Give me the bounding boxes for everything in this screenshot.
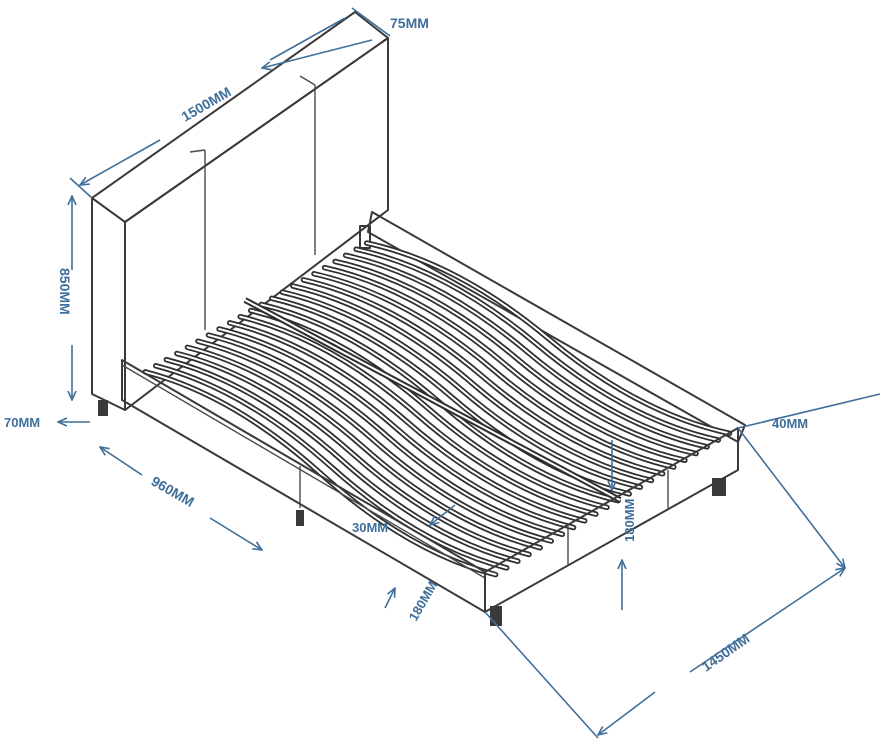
slat-highlight [154,364,508,569]
slat-highlight [355,248,720,442]
slat-highlight [323,266,686,462]
slat-highlight [144,370,497,576]
label-rail-width: 40MM [772,416,808,431]
label-rail-height-front: 180MM [406,578,441,623]
slat-highlight [186,346,542,549]
slat-highlight [302,278,664,475]
label-leg-height: 70MM [4,415,40,430]
slat-highlight [239,315,597,516]
slat-highlight [334,260,698,455]
slat-highlight [175,352,530,556]
slat-highlight [218,327,575,529]
label-headboard-height: 850MM [57,268,73,315]
label-side-length: 960MM [149,473,197,510]
slats [142,240,733,578]
centre-leg [296,510,304,526]
slat-highlight [197,340,553,542]
slat-highlight [344,254,709,448]
bracket [359,225,371,249]
label-headboard-depth: 75MM [390,15,429,31]
centre-beam [243,297,622,503]
slat-highlight [165,358,519,563]
headboard-leg [98,400,108,416]
foot-leg-right [712,478,726,496]
slat-highlight [228,321,586,522]
slat-highlight [365,242,731,435]
label-frame-width: 1450MM [699,630,753,674]
label-slat-gap: 30MM [352,520,388,535]
slat-highlight [313,272,675,468]
dimensions [58,7,881,739]
slat-highlight [281,291,642,489]
foot-leg-left [490,606,502,626]
headboard [91,11,389,416]
label-rail-height-side: 180MM [622,499,637,542]
slat-highlight [207,334,564,536]
slat-highlight [291,285,653,482]
